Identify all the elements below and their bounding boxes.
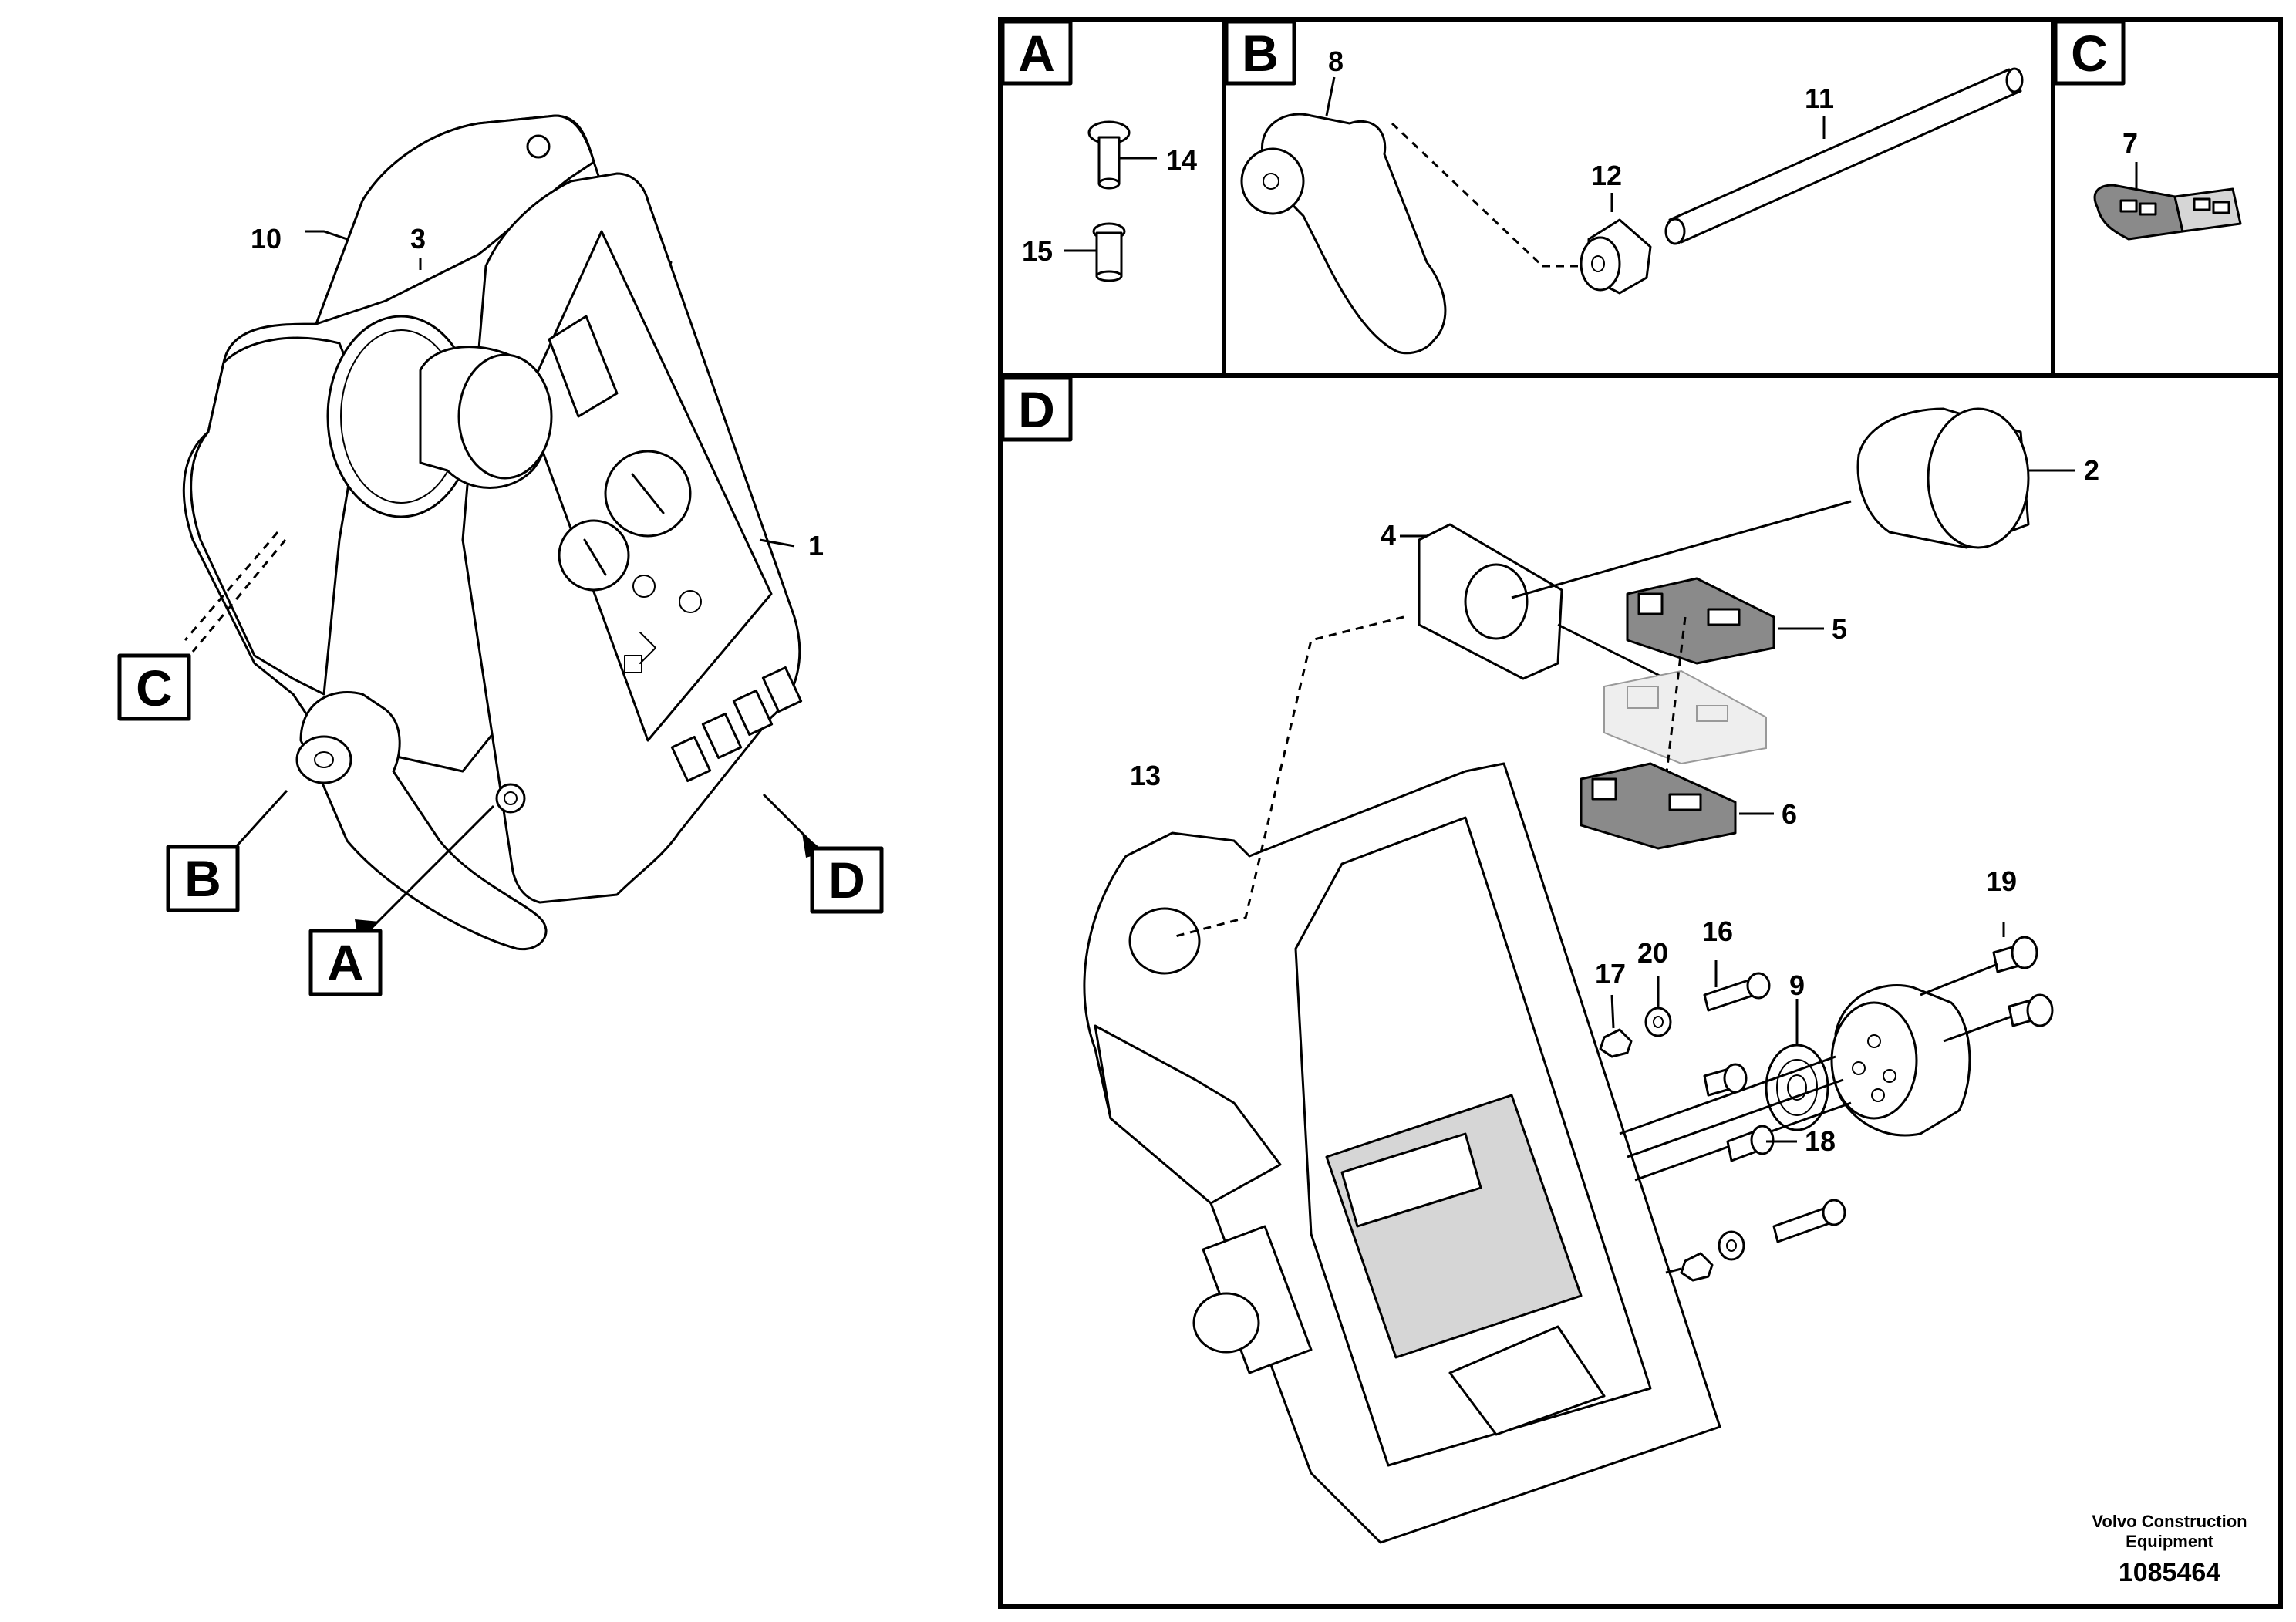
panel-label-c: C [2053, 19, 2126, 86]
callout-10: 10 [251, 223, 282, 255]
callout-4: 4 [1381, 519, 1396, 551]
panel-label-b: B [1224, 19, 1296, 86]
callout-15: 15 [1022, 235, 1053, 267]
callout-13: 13 [1130, 760, 1161, 791]
callout-5: 5 [1832, 613, 1847, 645]
callout-9: 9 [1789, 969, 1805, 1001]
detail-frames [998, 17, 2283, 1609]
overview-box-c: C [117, 653, 191, 721]
panel-d-parts [1083, 407, 2075, 1544]
svg-text:A: A [327, 934, 364, 991]
overview-box-d: D [810, 846, 884, 914]
svg-text:C: C [136, 659, 173, 717]
svg-text:D: D [1018, 381, 1055, 438]
callout-17: 17 [1595, 958, 1626, 990]
callout-16: 16 [1702, 916, 1733, 947]
svg-text:B: B [1242, 25, 1279, 82]
callout-19: 19 [1986, 865, 2017, 897]
callout-3: 3 [410, 223, 426, 255]
panel-label-a: A [1000, 19, 1073, 86]
callout-14: 14 [1166, 144, 1197, 176]
callout-1: 1 [808, 530, 824, 561]
overview-box-a: A [308, 929, 383, 996]
drawing-number: 1085464 [2119, 1558, 2220, 1587]
brand-line-2: Equipment [2126, 1532, 2213, 1551]
callout-8: 8 [1328, 46, 1344, 77]
callout-6: 6 [1782, 798, 1797, 830]
assembled-control-unit [182, 114, 825, 951]
callout-12: 12 [1591, 160, 1622, 191]
callout-18: 18 [1805, 1125, 1836, 1157]
svg-text:C: C [2071, 25, 2108, 82]
svg-text:A: A [1018, 25, 1055, 82]
callout-7: 7 [2122, 127, 2138, 159]
callout-2: 2 [2084, 454, 2099, 486]
panel-label-d: D [1000, 376, 1073, 442]
panel-a-parts [1064, 120, 1157, 282]
panel-b-parts [1240, 67, 2024, 355]
svg-text:B: B [184, 850, 221, 907]
callout-11: 11 [1805, 83, 1834, 114]
panel-c-parts [2093, 162, 2242, 241]
svg-text:D: D [828, 851, 865, 909]
callout-20: 20 [1637, 937, 1668, 969]
brand-line-1: Volvo Construction [2092, 1512, 2247, 1531]
overview-box-b: B [166, 845, 240, 912]
